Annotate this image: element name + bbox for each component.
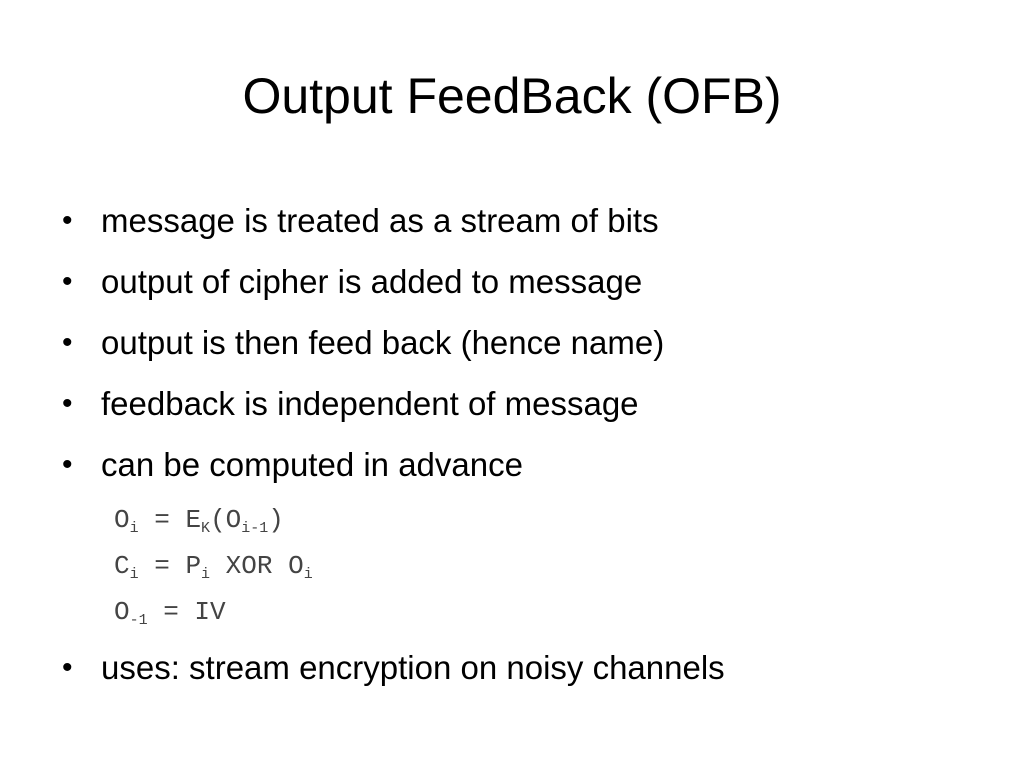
formula-initial-value: O-1 = IV	[114, 589, 1000, 635]
formula-subscript: i	[303, 566, 313, 583]
formula-operator: =	[138, 505, 186, 535]
bullet-text: can be computed in advance	[101, 446, 523, 483]
bullet-text: message is treated as a stream of bits	[101, 202, 659, 239]
bullet-dot-icon: •	[62, 265, 73, 298]
formula-symbol: O	[225, 505, 242, 535]
formula-subscript: i	[201, 566, 211, 583]
formula-subscript: K	[201, 520, 211, 537]
formula-ciphertext: Ci = Pi XOR Oi	[114, 543, 1000, 589]
bullet-item: • output is then feed back (hence name)	[60, 312, 1000, 373]
bullet-item: • output of cipher is added to message	[60, 251, 1000, 312]
formula-output-recurrence: Oi = EK(Oi-1)	[114, 497, 1000, 543]
formula-subscript: -1	[129, 612, 148, 629]
formula-paren: )	[268, 505, 284, 535]
formula-symbol: E	[185, 505, 202, 535]
bullet-text: output is then feed back (hence name)	[101, 324, 665, 361]
formula-symbol: O	[288, 551, 304, 581]
formula-subscript: i	[129, 520, 139, 537]
bullet-item: • uses: stream encryption on noisy chann…	[60, 637, 1000, 698]
bullet-dot-icon: •	[62, 448, 73, 481]
formula-rest: = IV	[147, 597, 226, 627]
bullet-text: feedback is independent of message	[101, 385, 639, 422]
bullet-item: • can be computed in advance	[60, 434, 1000, 495]
bullet-text: output of cipher is added to message	[101, 263, 643, 300]
formula-operator: =	[138, 551, 186, 581]
bullet-dot-icon: •	[62, 204, 73, 237]
slide-title: Output FeedBack (OFB)	[242, 68, 782, 124]
formula-symbol: C	[114, 551, 130, 581]
formula-symbol: O	[114, 505, 130, 535]
bullet-dot-icon: •	[62, 326, 73, 359]
formula-subscript: i	[129, 566, 139, 583]
bullet-dot-icon: •	[62, 651, 73, 684]
formula-subscript: i-1	[241, 520, 269, 537]
bullet-item: • message is treated as a stream of bits	[60, 190, 1000, 251]
formula-group: Oi = EK(Oi-1) Ci = Pi XOR Oi O-1 = IV	[60, 497, 1000, 635]
formula-operator: XOR	[210, 551, 289, 581]
formula-paren: (	[210, 505, 226, 535]
bullet-dot-icon: •	[62, 387, 73, 420]
bullet-text: uses: stream encryption on noisy channel…	[101, 649, 725, 686]
formula-symbol: O	[114, 597, 130, 627]
bullet-list: • message is treated as a stream of bits…	[60, 190, 1000, 698]
formula-symbol: P	[185, 551, 202, 581]
bullet-item: • feedback is independent of message	[60, 373, 1000, 434]
